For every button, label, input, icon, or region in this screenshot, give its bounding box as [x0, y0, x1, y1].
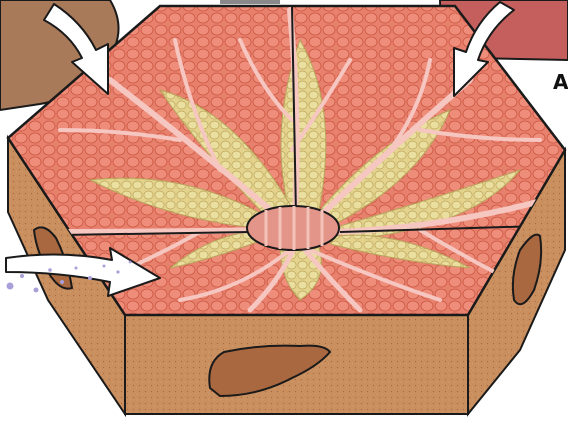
central-vein: [247, 206, 339, 250]
top-center-strip: [220, 0, 280, 4]
panel-label: A: [553, 72, 568, 92]
